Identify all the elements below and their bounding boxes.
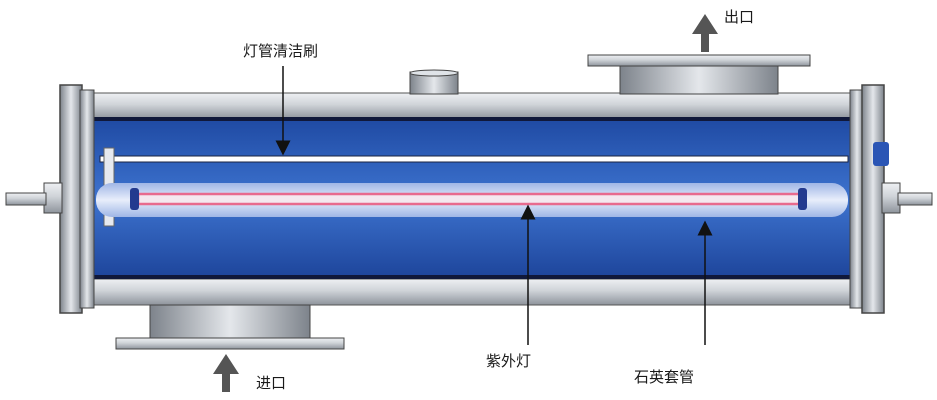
quartz-sleeve-label: 石英套管 bbox=[634, 368, 695, 386]
uv-lamp bbox=[136, 192, 804, 206]
left-flange bbox=[5, 84, 95, 314]
inlet-flange bbox=[115, 304, 345, 350]
brush-rod bbox=[99, 155, 849, 163]
top-vent-port bbox=[409, 69, 459, 95]
uv-lamp-label: 紫外灯 bbox=[486, 352, 532, 370]
outlet-flange bbox=[587, 54, 811, 95]
outlet-flow-arrow bbox=[692, 14, 718, 52]
inlet-flow-arrow bbox=[213, 354, 239, 392]
outlet-label: 出口 bbox=[724, 8, 755, 26]
control-box bbox=[873, 142, 889, 166]
lamp-cap-left bbox=[130, 188, 139, 210]
lamp-cap-right bbox=[798, 188, 807, 210]
inlet-label: 进口 bbox=[256, 374, 287, 392]
brush-label: 灯管清洁刷 bbox=[243, 42, 319, 60]
right-flange bbox=[849, 84, 933, 314]
